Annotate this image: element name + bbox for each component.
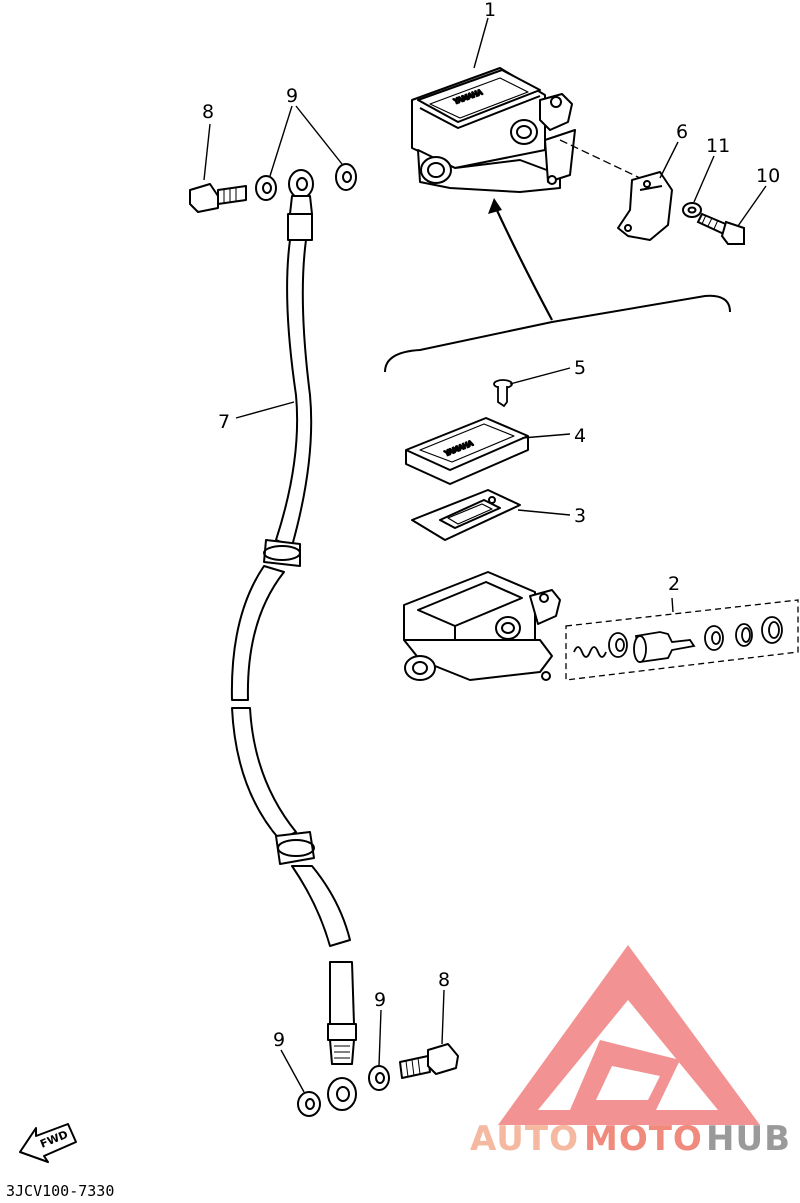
return-spring (573, 646, 607, 658)
callout-8-bottom: 8 (438, 969, 450, 991)
fwd-arrow-icon (19, 1123, 77, 1163)
callout-5: 5 (574, 357, 586, 379)
alignment-line (559, 139, 641, 179)
callout-1: 1 (484, 0, 496, 21)
watermark-logo (498, 945, 760, 1125)
bolt-10 (696, 212, 745, 245)
callout-9-bottom-left: 9 (273, 1029, 285, 1051)
crush-washer-bottom-left (297, 1091, 321, 1117)
watermark-hub: HUB (706, 1119, 791, 1159)
washer-11 (682, 202, 702, 218)
callout-7: 7 (218, 411, 230, 433)
circlip (735, 623, 753, 647)
crush-washer-bottom-mid (368, 1065, 390, 1091)
watermark-text: AUTO MOTO HUB (470, 1119, 791, 1159)
piston-kit-box (565, 599, 799, 681)
diaphragm (411, 489, 521, 541)
callout-labels: 1 2 3 4 5 6 7 8 8 9 9 9 10 11 (202, 0, 780, 1051)
diagram-code: 3JCV100-7330 (6, 1182, 114, 1200)
watermark-moto: MOTO (584, 1119, 703, 1159)
callout-2: 2 (668, 573, 680, 595)
reservoir-cap: YAMAHA (405, 417, 529, 485)
explode-arrow (493, 203, 553, 321)
union-bolt-top (189, 183, 247, 213)
union-bolt-bottom (399, 1043, 459, 1079)
master-cylinder-assembly: YAMAHA (411, 67, 576, 193)
leader-lines (203, 17, 767, 1093)
callout-10: 10 (756, 165, 780, 187)
fwd-arrow: FWD (19, 1123, 77, 1163)
crush-washer-top-left (255, 175, 277, 201)
callout-11: 11 (706, 135, 730, 157)
screw-5 (493, 379, 513, 408)
callout-9-bottom-mid: 9 (374, 989, 386, 1011)
callout-6: 6 (676, 121, 688, 143)
callout-8-top: 8 (202, 101, 214, 123)
callout-3: 3 (574, 505, 586, 527)
master-cylinder-body (403, 571, 561, 681)
crush-washer-top-right (335, 163, 357, 191)
watermark-auto: AUTO (470, 1119, 579, 1159)
callout-4: 4 (574, 425, 586, 447)
piston-kit (565, 599, 799, 681)
callout-9-top: 9 (286, 85, 298, 107)
exploded-view-brace (384, 294, 731, 373)
brake-hose (230, 169, 357, 1111)
piston (634, 631, 696, 664)
clamp-bracket (617, 171, 673, 241)
